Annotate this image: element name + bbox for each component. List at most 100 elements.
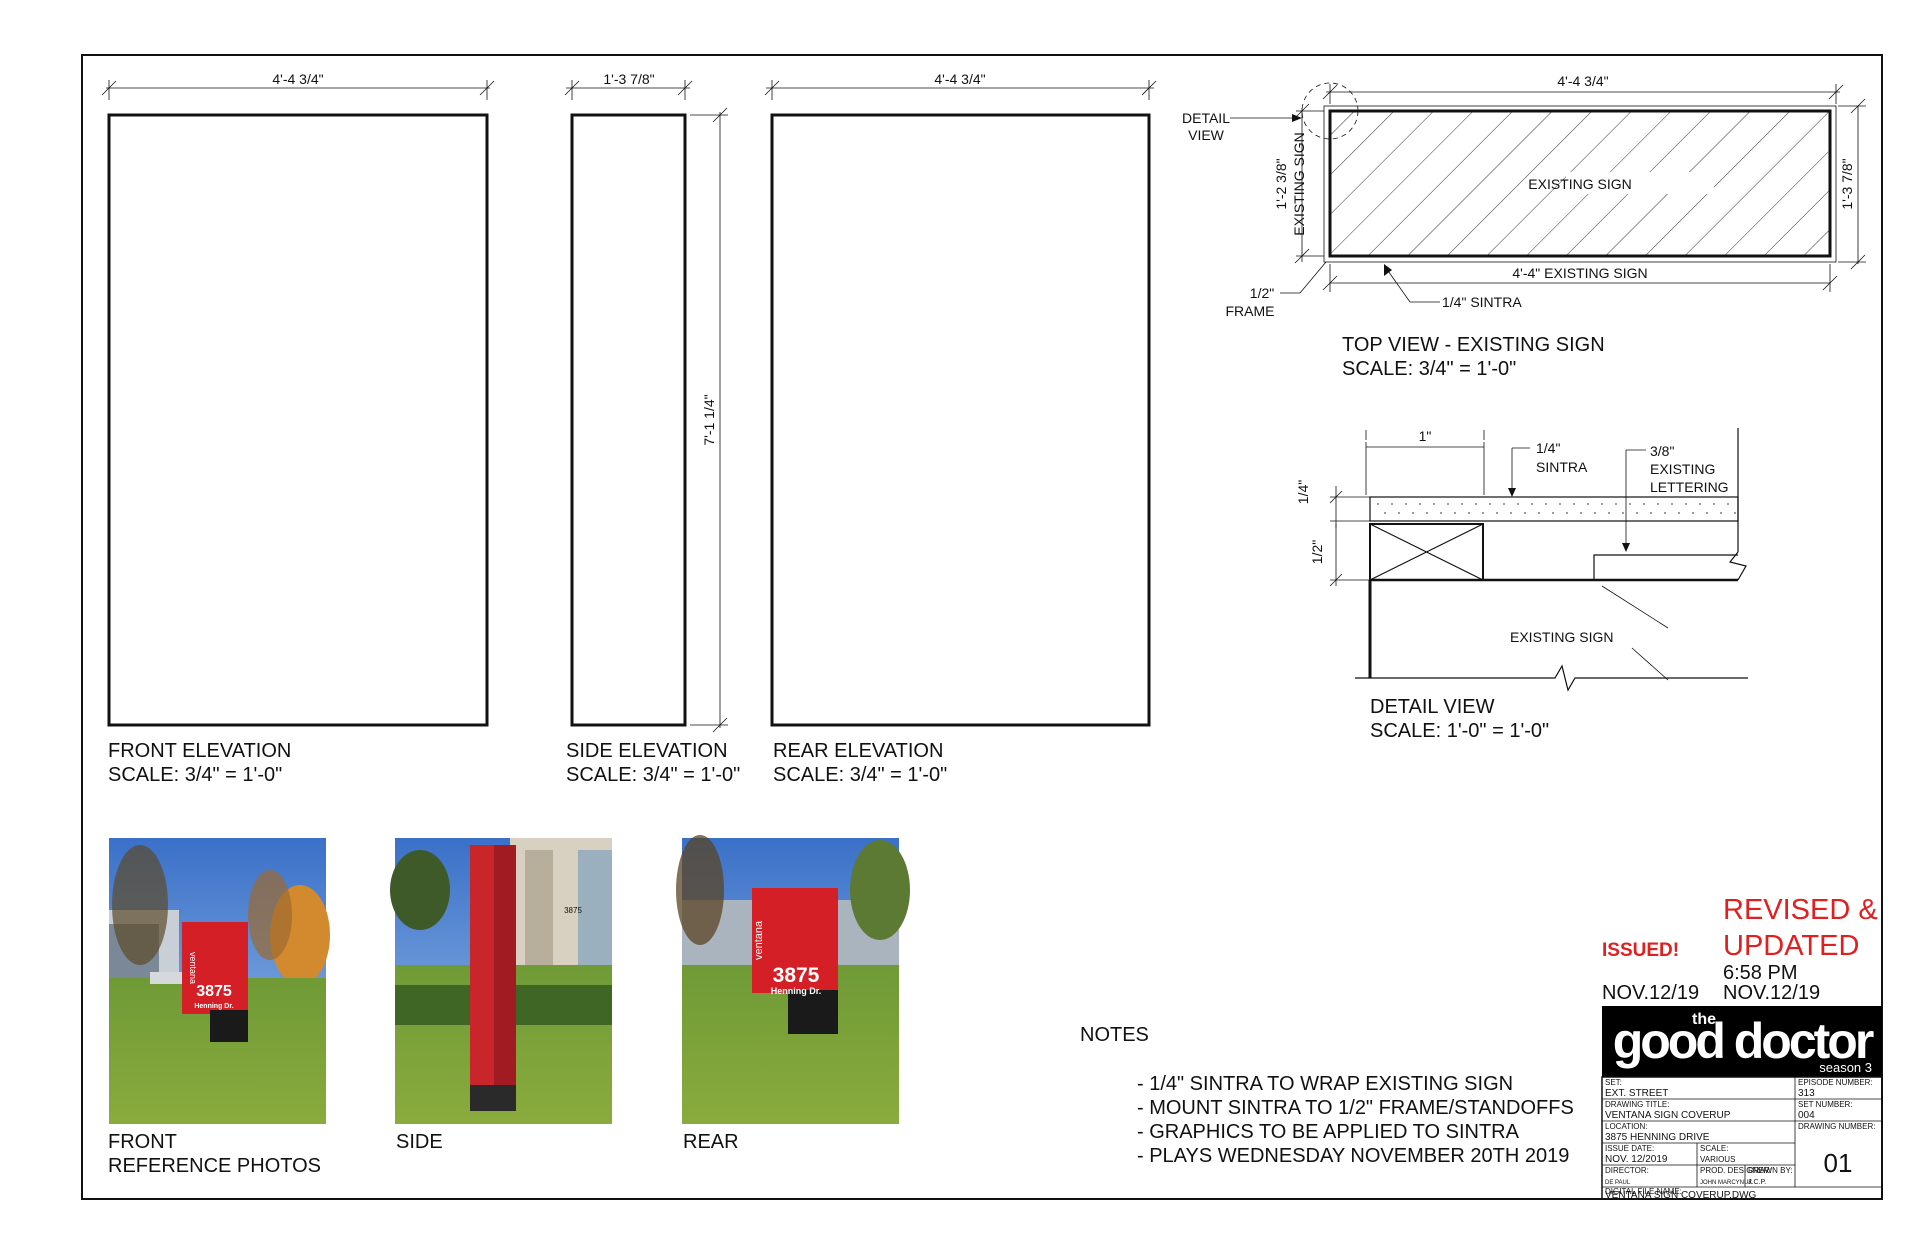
tb-director-value: DE PAUL xyxy=(1605,1180,1631,1186)
top-view-scale: SCALE: 3/4" = 1'-0" xyxy=(1342,358,1516,380)
issued-date: NOV.12/19 xyxy=(1602,982,1699,1004)
sintra-stipple-dot xyxy=(1496,512,1498,514)
top-view-title: TOP VIEW - EXISTING SIGN xyxy=(1342,334,1605,356)
side-width-dim: 1'-3 7/8" xyxy=(603,71,654,87)
photo-rear-label: REAR xyxy=(683,1131,739,1153)
top-left-dim-label: EXISTING SIGN xyxy=(1291,132,1307,235)
sintra-stipple-dot xyxy=(1559,503,1561,505)
tb-location-label: LOCATION: xyxy=(1605,1122,1648,1131)
note-item: - MOUNT SINTRA TO 1/2" FRAME/STANDOFFS xyxy=(1137,1097,1574,1119)
rear-elevation: 4'-4 3/4" REAR ELEVATION SCALE: 3/4" = 1… xyxy=(764,71,1157,786)
front-elevation-scale: SCALE: 3/4" = 1'-0" xyxy=(108,764,282,786)
sintra-stipple-dot xyxy=(1398,512,1400,514)
tb-set-value: EXT. STREET xyxy=(1605,1088,1668,1099)
notes-heading: NOTES xyxy=(1080,1024,1149,1046)
note-item: - GRAPHICS TO BE APPLIED TO SINTRA xyxy=(1137,1121,1520,1143)
break-line-bottom xyxy=(1355,664,1748,692)
detail-lettering-label-2: EXISTING xyxy=(1650,461,1715,477)
rear-elevation-title: REAR ELEVATION xyxy=(773,740,943,762)
detail-lettering-label-1: 3/8" xyxy=(1650,443,1674,459)
tb-drawing-number-value: 01 xyxy=(1824,1148,1853,1178)
tb-drawn-by-label: DRAWN BY: xyxy=(1748,1166,1793,1175)
sintra-stipple-dot xyxy=(1622,512,1624,514)
sintra-stipple-dot xyxy=(1468,512,1470,514)
sintra-stipple-dot xyxy=(1419,503,1421,505)
photo-reference-label: REFERENCE PHOTOS xyxy=(108,1155,321,1177)
sintra-stipple-dot xyxy=(1440,512,1442,514)
tb-file-label: DIGITAL FILE NAME: xyxy=(1605,1187,1682,1196)
top-bottom-dim: 4'-4" EXISTING SIGN xyxy=(1512,265,1647,281)
sintra-stipple-dot xyxy=(1650,512,1652,514)
rear-photo-sign-brand: ventana xyxy=(753,920,765,960)
detail-callout-circle xyxy=(1301,82,1359,140)
sintra-stipple-dot xyxy=(1454,512,1456,514)
sintra-stipple-dot xyxy=(1657,503,1659,505)
existing-lettering xyxy=(1593,554,1738,580)
sintra-stipple-dot xyxy=(1643,503,1645,505)
sintra-stipple-dot xyxy=(1713,503,1715,505)
photo-side-label: SIDE xyxy=(396,1131,443,1153)
sintra-stipple-dot xyxy=(1664,512,1666,514)
sintra-stipple-dot xyxy=(1636,512,1638,514)
top-right-dim: 1'-3 7/8" xyxy=(1839,158,1855,209)
sintra-stipple-dot xyxy=(1685,503,1687,505)
note-item: - 1/4" SINTRA TO WRAP EXISTING SIGN xyxy=(1137,1073,1513,1095)
sintra-stipple-dot xyxy=(1706,512,1708,514)
sintra-stipple-dot xyxy=(1482,512,1484,514)
tb-director-label: DIRECTOR: xyxy=(1605,1166,1649,1175)
detail-sintra-label-2: SINTRA xyxy=(1536,459,1588,475)
top-width-dim: 4'-4 3/4" xyxy=(1557,73,1608,89)
tb-issue-date-label: ISSUE DATE: xyxy=(1605,1144,1654,1153)
front-elevation-title: FRONT ELEVATION xyxy=(108,740,291,762)
front-photo-sign-brand: ventana xyxy=(188,952,198,984)
detail-view-scale: SCALE: 1'-0" = 1'-0" xyxy=(1370,720,1549,742)
existing-sign-outline xyxy=(1328,109,1832,258)
sintra-stipple-dot xyxy=(1384,512,1386,514)
revised-stamp-line1: REVISED & xyxy=(1723,894,1878,926)
rear-width-dim: 4'-4 3/4" xyxy=(934,71,985,87)
sintra-stipple-dot xyxy=(1629,503,1631,505)
rear-photo-sign xyxy=(752,888,838,993)
tb-drawing-title-label: DRAWING TITLE: xyxy=(1605,1100,1669,1109)
side-elevation-scale: SCALE: 3/4" = 1'-0" xyxy=(566,764,740,786)
sintra-stipple-dot xyxy=(1545,503,1547,505)
break-line-right xyxy=(1728,551,1747,581)
photo-front-label: FRONT xyxy=(108,1131,177,1153)
sintra-stipple-dot xyxy=(1447,503,1449,505)
sintra-stipple-dot xyxy=(1517,503,1519,505)
issued-stamp: ISSUED! xyxy=(1602,940,1679,961)
sintra-stipple-dot xyxy=(1587,503,1589,505)
sintra-wrap-outline xyxy=(1323,105,1837,263)
sintra-stipple-dot xyxy=(1699,503,1701,505)
logo-good-doctor: good doctor xyxy=(1613,1013,1874,1069)
detail-quarter-dim: 1/4" xyxy=(1295,480,1311,504)
tb-set-number-label: SET NUMBER: xyxy=(1798,1100,1853,1109)
sintra-stipple-dot xyxy=(1433,503,1435,505)
sintra-stipple-dot xyxy=(1671,503,1673,505)
sintra-stipple-dot xyxy=(1531,503,1533,505)
rear-elevation-scale: SCALE: 3/4" = 1'-0" xyxy=(773,764,947,786)
detail-1in-dim: 1" xyxy=(1419,428,1432,444)
sintra-stipple-dot xyxy=(1503,503,1505,505)
front-photo-sign xyxy=(182,922,248,1014)
sintra-stipple-dot xyxy=(1538,512,1540,514)
sintra-stipple-dot xyxy=(1608,512,1610,514)
sintra-stipple-dot xyxy=(1566,512,1568,514)
sintra-label: 1/4" SINTRA xyxy=(1442,294,1522,310)
tb-location-value: 3875 HENNING DRIVE xyxy=(1605,1132,1710,1143)
tb-drawn-by-value: J.C.P. xyxy=(1748,1179,1766,1186)
front-photo-sign-street: Henning Dr. xyxy=(194,1003,233,1010)
tb-drawing-number-label: DRAWING NUMBER: xyxy=(1798,1122,1875,1131)
sintra-stipple-dot xyxy=(1678,512,1680,514)
sintra-stipple-dot xyxy=(1475,503,1477,505)
side-elevation: 1'-3 7/8" 7'-1 1/4" SIDE ELEVATION SCALE… xyxy=(564,71,740,786)
detail-view-title: DETAIL VIEW xyxy=(1370,696,1495,718)
sintra-stipple-dot xyxy=(1594,512,1596,514)
revised-time: 6:58 PM xyxy=(1723,962,1797,984)
revised-date: NOV.12/19 xyxy=(1723,982,1820,1004)
issue-stamps: ISSUED! NOV.12/19 REVISED & UPDATED 6:58… xyxy=(1602,894,1878,1004)
front-width-dim: 4'-4 3/4" xyxy=(272,71,323,87)
sintra-stipple-dot xyxy=(1510,512,1512,514)
tb-set-number-value: 004 xyxy=(1798,1110,1815,1121)
sintra-stipple-dot xyxy=(1601,503,1603,505)
